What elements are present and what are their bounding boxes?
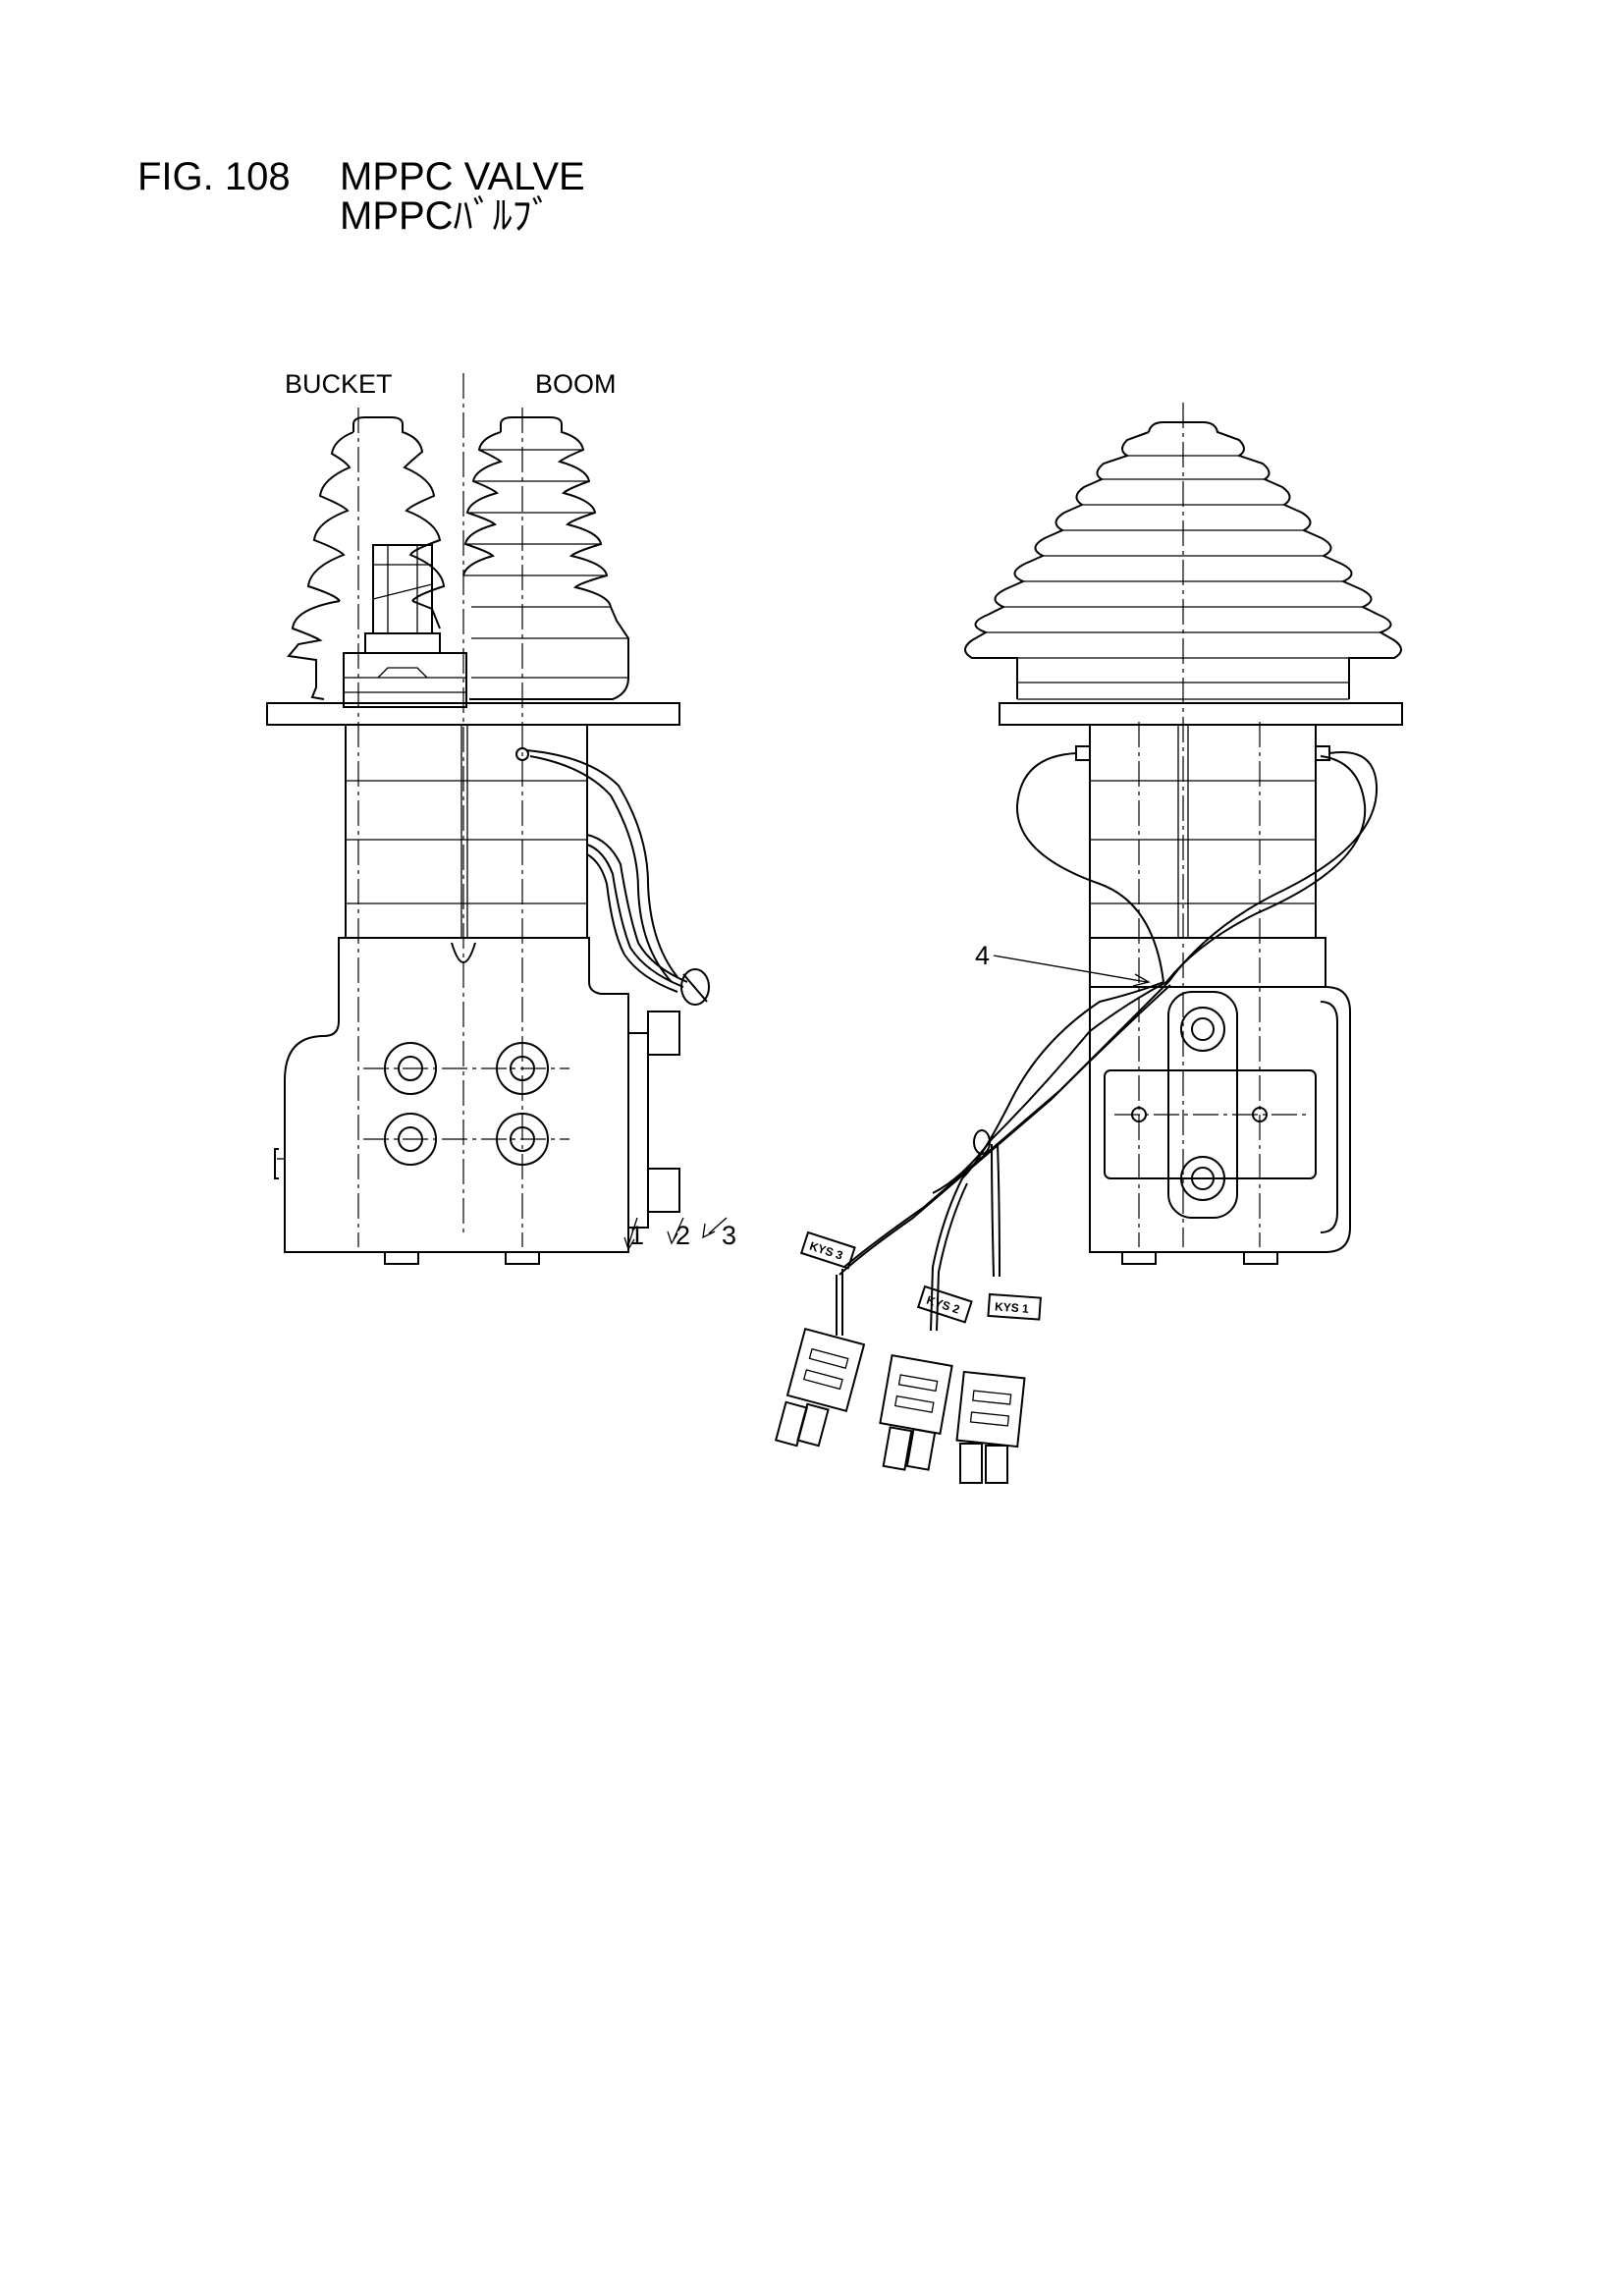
boom-bellows <box>462 416 629 700</box>
callout-4: 4 <box>975 941 991 970</box>
svg-text:KYS 1: KYS 1 <box>995 1299 1030 1315</box>
callout-2: 2 <box>676 1221 691 1250</box>
cylinder-body-right <box>1075 725 1330 938</box>
plunger <box>372 544 433 634</box>
mounting-plate-left <box>266 702 680 726</box>
cap-block <box>343 652 467 708</box>
leader-3 <box>708 1217 728 1234</box>
valve-block-right <box>1089 937 1351 1265</box>
callout-3: 3 <box>722 1221 737 1250</box>
connector-1 <box>774 1327 866 1448</box>
leader-2 <box>673 1217 684 1240</box>
connector-2 <box>879 1353 953 1471</box>
wire-harness-right <box>836 751 1379 1336</box>
right-view: KYS 3 KYS 2 KYS 1 <box>774 403 1403 1484</box>
leader-4 <box>993 955 1148 983</box>
left-view <box>266 373 728 1265</box>
cylinder-body-left <box>345 725 588 938</box>
bucket-label: BUCKET <box>285 369 393 399</box>
figure-title-english: MPPC VALVE <box>340 155 585 198</box>
wire-tag-2: KYS 2 <box>916 1285 973 1324</box>
figure-number: FIG. 108 <box>137 155 291 198</box>
valve-block-left <box>274 937 680 1265</box>
right-bellows <box>964 421 1402 700</box>
boom-label: BOOM <box>535 369 617 399</box>
wire-tag-1: KYS 3 <box>799 1230 856 1270</box>
figure-title-japanese: MPPCﾊﾞﾙﾌﾞ <box>340 194 552 238</box>
bucket-bellows <box>287 416 467 708</box>
leader-1 <box>627 1217 638 1246</box>
wire-harness-left <box>515 747 710 1006</box>
mounting-plate-right <box>999 702 1403 726</box>
connector-3 <box>955 1370 1026 1484</box>
wire-tag-3: KYS 1 <box>987 1292 1042 1321</box>
